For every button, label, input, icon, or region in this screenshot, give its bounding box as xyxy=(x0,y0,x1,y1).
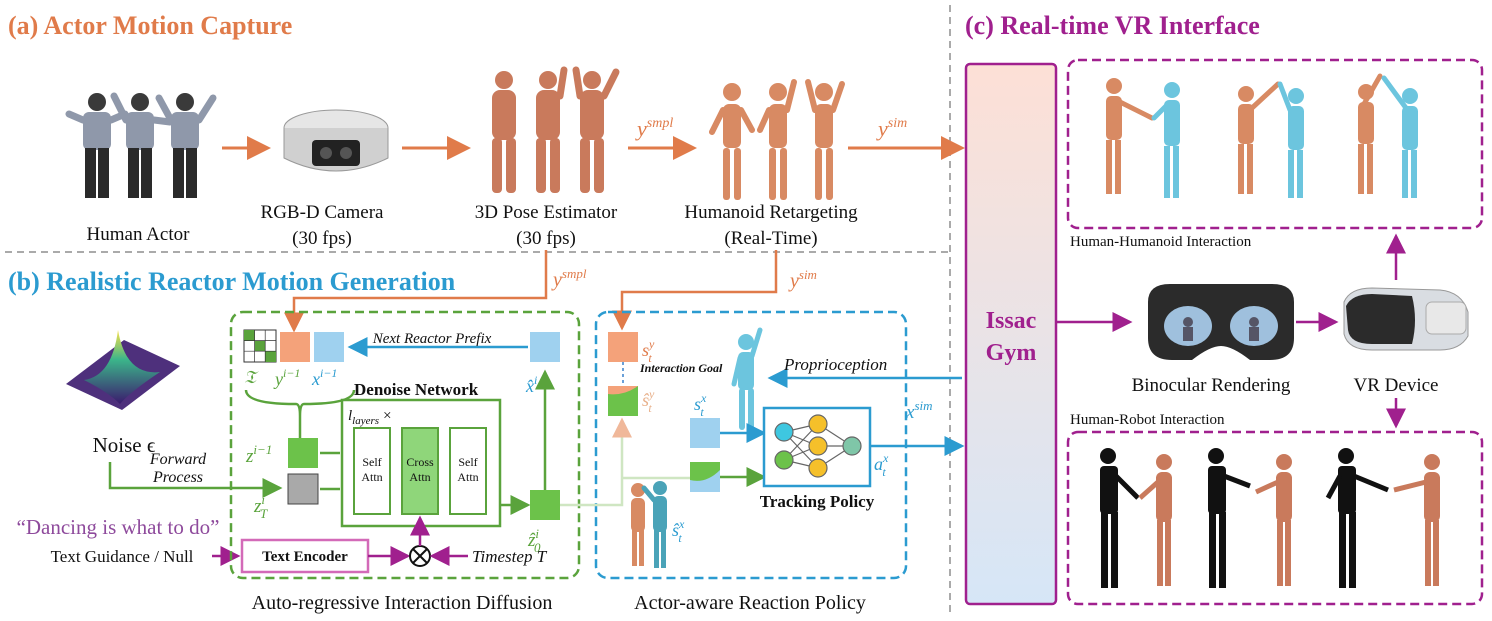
retarget-humanoid-figures-icon xyxy=(709,79,845,200)
timestep-label: Timestep T xyxy=(472,547,548,566)
human-robot-label: Human-Robot Interaction xyxy=(1070,412,1225,428)
noise-label: Noise ϵ xyxy=(93,433,156,457)
z0-block xyxy=(530,490,560,520)
section-b-title: (b) Realistic Reactor Motion Generation xyxy=(8,267,456,296)
interaction-goal-label: Interaction Goal xyxy=(639,361,723,375)
camera-label-1: RGB-D Camera xyxy=(261,202,385,223)
actor-reactor-pair-icon xyxy=(631,481,667,568)
y-prefix-block xyxy=(280,332,310,362)
forward-label-2: Process xyxy=(152,469,203,486)
text-guidance-label: Text Guidance / Null xyxy=(51,547,194,566)
s-ty-block xyxy=(608,332,638,362)
camera-label-2: (30 fps) xyxy=(292,228,352,249)
issac-gym-box xyxy=(964,62,1058,606)
diffusion-box xyxy=(229,310,581,580)
z-prev-label: zi−1 xyxy=(245,442,272,467)
rgbd-camera-icon xyxy=(283,109,389,172)
forward-label-1: Forward xyxy=(149,451,207,468)
prefix-brace xyxy=(244,389,356,417)
gym-label-2: Gym xyxy=(986,340,1037,366)
text-quote: “Dancing is what to do” xyxy=(17,515,220,539)
binocular-label: Binocular Rendering xyxy=(1132,375,1291,396)
xhat-label: x̂i xyxy=(525,373,537,396)
pose-label-1: 3D Pose Estimator xyxy=(475,202,618,223)
multiply-icon xyxy=(409,545,431,567)
x-prefix-block xyxy=(314,332,344,362)
y-sim-label-b: ysim xyxy=(788,267,817,292)
x-prefix-label: xi−1 xyxy=(311,366,337,389)
policy-caption: Actor-aware Reaction Policy xyxy=(634,592,866,614)
self-attn-block-1 xyxy=(353,427,391,515)
y-prefix-label: yi−1 xyxy=(273,366,300,389)
y-smpl-label-b: ysmpl xyxy=(551,266,587,291)
self-attn-2-l2: Attn xyxy=(457,470,478,484)
human-humanoid-scenes-icon xyxy=(1106,73,1418,198)
self-attn-2-l1: Self xyxy=(458,455,477,469)
gym-label-1: Issac xyxy=(986,308,1037,334)
noise-gaussian-icon xyxy=(66,330,180,410)
self-attn-1-l1: Self xyxy=(362,455,381,469)
retarget-label-1: Humanoid Retargeting xyxy=(684,202,858,223)
section-c-title: (c) Real-time VR Interface xyxy=(965,11,1260,40)
pose-label-2: (30 fps) xyxy=(516,228,576,249)
cross-attn-l1: Cross xyxy=(406,455,434,469)
next-prefix-label: Next Reactor Prefix xyxy=(372,331,492,347)
y-smpl-label: ysmpl xyxy=(635,116,673,141)
arrow-forward-process xyxy=(108,462,283,498)
pose-estimator-figures-icon xyxy=(492,66,620,193)
xhat-block xyxy=(530,332,560,362)
y-sim-label: ysim xyxy=(876,116,907,141)
self-attn-1-l2: Attn xyxy=(361,470,382,484)
arrow-ysmpl-to-prefix xyxy=(284,250,548,333)
cross-attn-block xyxy=(401,427,439,515)
human-robot-box xyxy=(1066,430,1484,606)
human-actor-figures-icon xyxy=(65,92,217,198)
z-prev-block xyxy=(288,438,318,468)
z-t-block xyxy=(287,473,319,505)
s-tx-block xyxy=(690,418,720,448)
shat-tx-block xyxy=(690,462,720,481)
retarget-label-2: (Real-Time) xyxy=(724,228,817,249)
vr-device-icon xyxy=(1343,287,1469,351)
tracking-policy-label: Tracking Policy xyxy=(760,492,875,511)
cross-attn-l2: Attn xyxy=(409,470,430,484)
human-actor-label: Human Actor xyxy=(87,224,191,245)
neural-network-icon xyxy=(774,414,862,478)
proprioception-label: Proprioception xyxy=(783,355,887,374)
human-humanoid-box xyxy=(1066,58,1484,230)
denoise-title: Denoise Network xyxy=(354,380,479,399)
condition-symbol: 𝔗 xyxy=(244,367,259,387)
reactor-humanoid-icon xyxy=(731,327,763,430)
condition-grid-icon xyxy=(243,329,277,363)
arrow-ysim-to-goal xyxy=(612,250,778,331)
shat-ty-block xyxy=(608,386,638,416)
vr-label: VR Device xyxy=(1354,375,1439,396)
binocular-rendering-icon xyxy=(1148,284,1294,360)
arrow-z0-goal xyxy=(560,417,632,507)
text-encoder-label: Text Encoder xyxy=(262,549,348,565)
diffusion-caption: Auto-regressive Interaction Diffusion xyxy=(252,592,553,614)
self-attn-block-2 xyxy=(449,427,487,515)
section-a-title: (a) Actor Motion Capture xyxy=(8,11,292,40)
human-humanoid-label: Human-Humanoid Interaction xyxy=(1070,234,1252,250)
x-sim-label: xsim xyxy=(905,398,933,423)
layers-label: llayers× xyxy=(348,408,392,427)
human-robot-scenes-icon xyxy=(1100,448,1440,588)
